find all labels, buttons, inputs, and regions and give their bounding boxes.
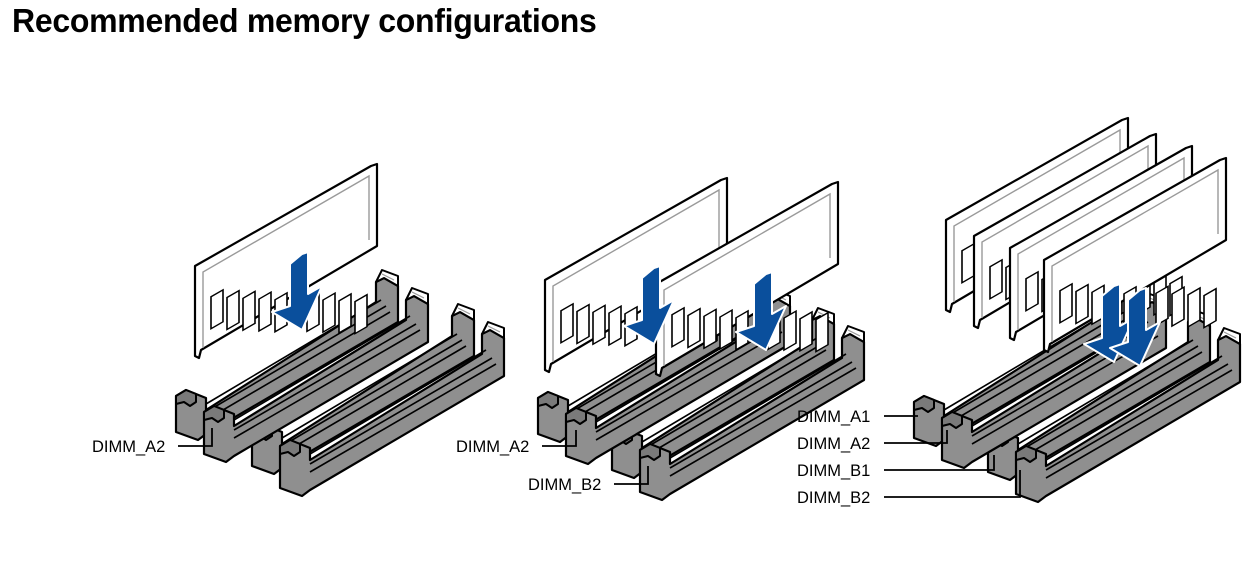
config-four-modules: DIMM_A1 DIMM_A2 DIMM_B1 DIMM_B2: [797, 116, 1242, 507]
leader-line: [884, 430, 948, 444]
slot-label: DIMM_A2: [92, 438, 165, 456]
leader-line: [614, 466, 649, 485]
slot-label: DIMM_A2: [456, 438, 529, 456]
slot-label: DIMM_A1: [797, 408, 870, 426]
config-two-modules: DIMM_A2 DIMM_B2: [456, 176, 866, 502]
slot-label: DIMM_B2: [797, 489, 870, 507]
page-title: Recommended memory configurations: [12, 2, 597, 39]
slot-label: DIMM_B2: [528, 476, 601, 494]
leader-line: [542, 430, 577, 447]
slot-label: DIMM_B1: [797, 462, 870, 480]
config-one-module: DIMM_A2: [92, 162, 506, 498]
slot-label: DIMM_A2: [797, 435, 870, 453]
leader-line: [884, 455, 995, 471]
leader-line: [884, 470, 1021, 498]
leader-line: [178, 428, 213, 447]
